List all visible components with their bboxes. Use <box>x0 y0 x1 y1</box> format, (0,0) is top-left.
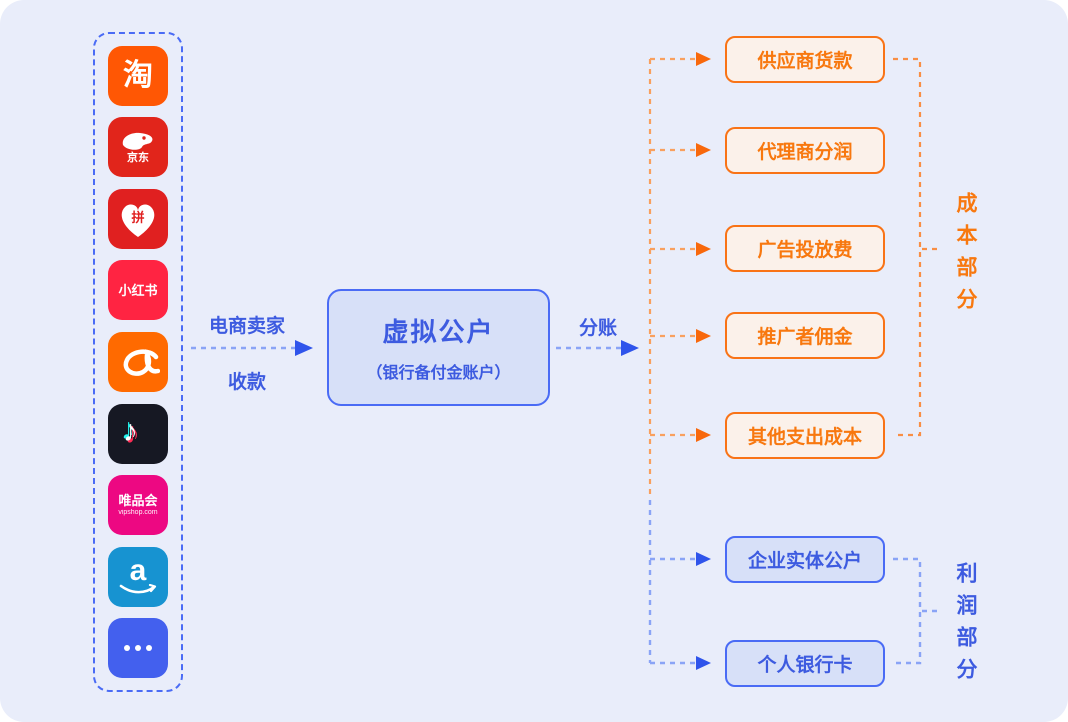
profit-node-corporate: 企业实体公户 <box>725 536 885 583</box>
cost-arrowhead-1-icon <box>696 52 711 66</box>
cost-node-supplier: 供应商货款 <box>725 36 885 83</box>
jd-icon-label: 京东 <box>127 152 149 165</box>
amazon-icon: a <box>108 546 168 607</box>
profit-group-label: 利润部分 <box>954 562 977 690</box>
cost-arrowhead-5-icon <box>696 428 711 442</box>
cost-node-ads: 广告投放费 <box>725 225 885 272</box>
collect-label-line2: 收款 <box>227 372 266 393</box>
vipshop-icon-sublabel: vipshop.com <box>118 509 158 517</box>
xiaohongshu-icon-label: 小红书 <box>118 282 158 298</box>
split-label: 分账 <box>578 318 617 339</box>
ellipsis-icon <box>124 645 152 652</box>
xiaohongshu-icon: 小红书 <box>108 260 168 321</box>
virtual-account-subtitle: （银行备付金账户） <box>366 365 511 382</box>
cost-node-promoter: 推广者佣金 <box>725 312 885 359</box>
vipshop-icon: 唯品会 vipshop.com <box>108 475 168 536</box>
douyin-icon: ♪♪♪ <box>108 403 168 464</box>
cost-arrowhead-3-icon <box>696 242 711 256</box>
profit-bracket <box>893 557 922 665</box>
taobao-icon-label: 淘 <box>123 58 153 92</box>
collect-label-line1: 电商卖家 <box>208 316 285 337</box>
douyin-note-icon: ♪♪♪ <box>121 412 140 450</box>
profit-arrowhead-1-icon <box>696 552 711 566</box>
cost-bracket <box>893 57 922 437</box>
jd-dog-icon <box>122 133 153 150</box>
profit-arrowhead-2-icon <box>696 656 711 670</box>
vipshop-icon-label: 唯品会 <box>118 493 158 509</box>
cost-group-label: 成本部分 <box>954 192 977 320</box>
alibaba-a-icon <box>123 348 160 376</box>
virtual-account-node: 虚拟公户 （银行备付金账户） <box>327 289 550 406</box>
cost-arrowhead-2-icon <box>696 143 711 157</box>
jd-icon: 京东 <box>108 117 168 178</box>
pinduoduo-heart-icon: 拼 <box>121 204 155 237</box>
split-arrowhead-icon <box>621 340 639 356</box>
virtual-account-title: 虚拟公户 <box>382 317 495 347</box>
profit-node-personal: 个人银行卡 <box>725 640 885 687</box>
source-platforms-panel: 淘 京东 拼 小红书 ♪♪♪ <box>93 32 183 692</box>
cost-arrowhead-4-icon <box>696 329 711 343</box>
alibaba-icon <box>108 331 168 392</box>
pinduoduo-icon: 拼 <box>108 188 168 249</box>
amazon-a-icon: a <box>118 556 158 596</box>
cost-node-agent: 代理商分润 <box>725 127 885 174</box>
cost-node-other: 其他支出成本 <box>725 412 885 459</box>
collect-arrowhead-icon <box>295 340 313 356</box>
more-platforms-icon <box>108 618 168 679</box>
svg-text:拼: 拼 <box>131 210 144 225</box>
taobao-icon: 淘 <box>108 45 168 106</box>
